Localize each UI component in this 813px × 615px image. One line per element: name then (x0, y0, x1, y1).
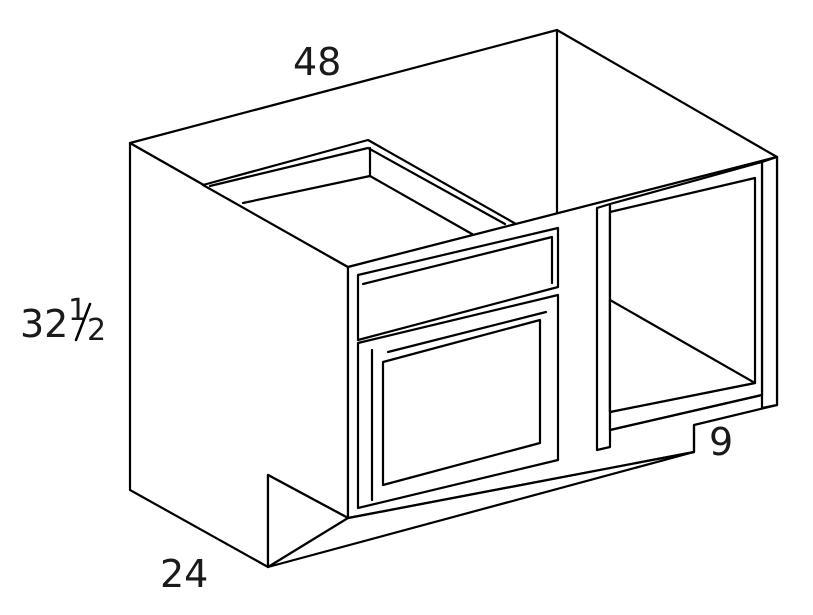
toe-kick-base (266, 423, 696, 569)
height-dimension-whole: 32 (20, 302, 68, 346)
door-rail-top (386, 310, 548, 354)
drawer-front-edge (361, 235, 554, 286)
cabinet-right-edge (760, 155, 779, 410)
open-compartment-shelf (608, 298, 757, 414)
center-stile (595, 202, 612, 452)
offset-dimension-label: 9 (709, 420, 733, 464)
door-inner-frame (381, 318, 542, 487)
width-dimension-label: 48 (293, 40, 341, 84)
height-fraction-denominator: 2 (87, 313, 106, 348)
drawer-front (356, 226, 560, 342)
depth-dimension-label: 24 (160, 552, 208, 596)
height-fraction-bar (74, 302, 92, 342)
height-fraction-numerator: 1 (68, 293, 87, 328)
base-bottom-edge (266, 450, 696, 569)
drawer-box-inner-edge (208, 146, 507, 226)
toe-kick-rail (608, 393, 764, 432)
